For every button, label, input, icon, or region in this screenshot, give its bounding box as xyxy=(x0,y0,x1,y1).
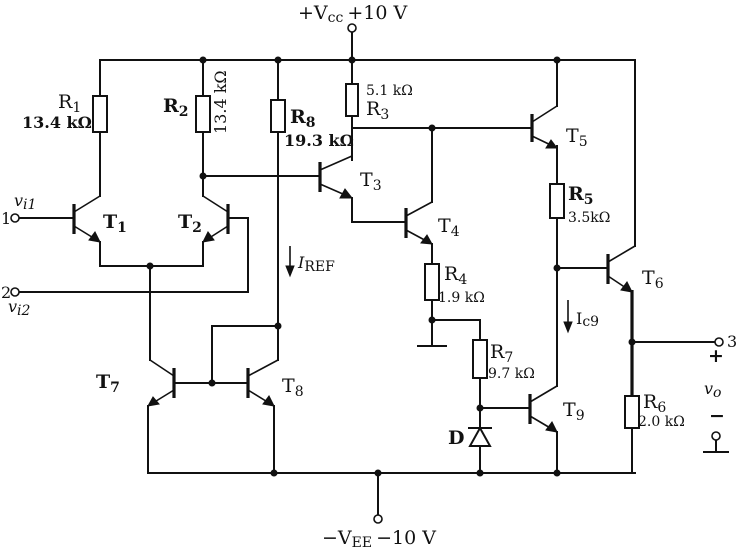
r5-name: R5 xyxy=(568,183,594,208)
diode-label: D xyxy=(448,427,464,449)
current-arrow-ic9 xyxy=(563,300,573,334)
r7-value: 9.7 kΩ xyxy=(488,366,535,382)
resistor-r8 xyxy=(270,99,286,133)
t6-label: T6 xyxy=(642,267,664,292)
output-terminal xyxy=(714,337,724,347)
transistor-t5 xyxy=(530,105,558,149)
transistor-t6 xyxy=(606,245,636,293)
t2-label: T2 xyxy=(178,211,202,236)
diode-d xyxy=(468,425,492,447)
input-1-label: vi1 xyxy=(14,191,36,213)
r1-value: 13.4 kΩ xyxy=(22,113,92,132)
t1-label: T1 xyxy=(103,211,127,236)
r4-name: R4 xyxy=(444,263,467,288)
input-2-pin: 2 xyxy=(1,283,11,302)
vee-label: −VEE−10 V xyxy=(322,527,436,551)
resistor-r5 xyxy=(549,183,565,219)
transistor-t8 xyxy=(246,359,279,407)
r3-value: 5.1 kΩ xyxy=(366,83,413,99)
t8-label: T8 xyxy=(282,375,304,400)
transistor-t2 xyxy=(202,195,230,243)
r6-value: 2.0 kΩ xyxy=(638,414,685,430)
wires xyxy=(17,29,729,517)
transistor-t4 xyxy=(404,201,433,245)
r6-name: R6 xyxy=(643,391,666,416)
r7-name: R7 xyxy=(490,341,513,366)
transistor-t7 xyxy=(147,359,176,407)
t4-label: T4 xyxy=(438,215,460,240)
resistor-r4 xyxy=(424,263,440,301)
output-minus: − xyxy=(709,405,725,427)
vcc-terminal xyxy=(347,23,357,33)
r8-name: R8 xyxy=(290,106,316,131)
r1-name: R1 xyxy=(58,91,81,116)
output-ground-terminal xyxy=(711,431,721,441)
output-plus: + xyxy=(708,345,724,367)
r8-value: 19.3 kΩ xyxy=(284,131,354,150)
input-2-terminal xyxy=(10,287,20,297)
resistor-r1 xyxy=(92,95,108,133)
iref-label: IREF xyxy=(297,253,335,275)
t3-label: T3 xyxy=(360,169,382,194)
resistor-r7 xyxy=(472,339,488,379)
input-1-terminal xyxy=(10,213,20,223)
r2-name: R2 xyxy=(163,95,189,120)
t7-label: T7 xyxy=(96,371,120,396)
current-arrow-iref xyxy=(285,246,295,278)
vcc-label: +Vcc+10 V xyxy=(298,2,407,26)
junctions xyxy=(146,56,636,477)
input-2-label: vi2 xyxy=(8,297,31,319)
output-label: vo xyxy=(704,379,721,401)
resistor-r2 xyxy=(195,95,211,133)
ic9-label: Ic9 xyxy=(576,309,599,330)
r5-value: 3.5kΩ xyxy=(568,210,610,226)
transistor-t9 xyxy=(528,385,558,433)
resistor-r6 xyxy=(624,395,640,429)
r4-value: 1.9 kΩ xyxy=(438,290,485,306)
t5-label: T5 xyxy=(566,125,588,150)
output-pin: 3 xyxy=(727,332,737,351)
r2-value: 13.4 kΩ xyxy=(211,70,230,134)
resistor-r3 xyxy=(345,83,359,117)
transistor-t3 xyxy=(318,155,354,199)
r3-name: R3 xyxy=(366,98,389,123)
input-1-pin: 1 xyxy=(1,209,11,228)
transistor-t1 xyxy=(72,195,101,243)
vee-terminal xyxy=(373,514,383,524)
t9-label: T9 xyxy=(563,399,585,424)
